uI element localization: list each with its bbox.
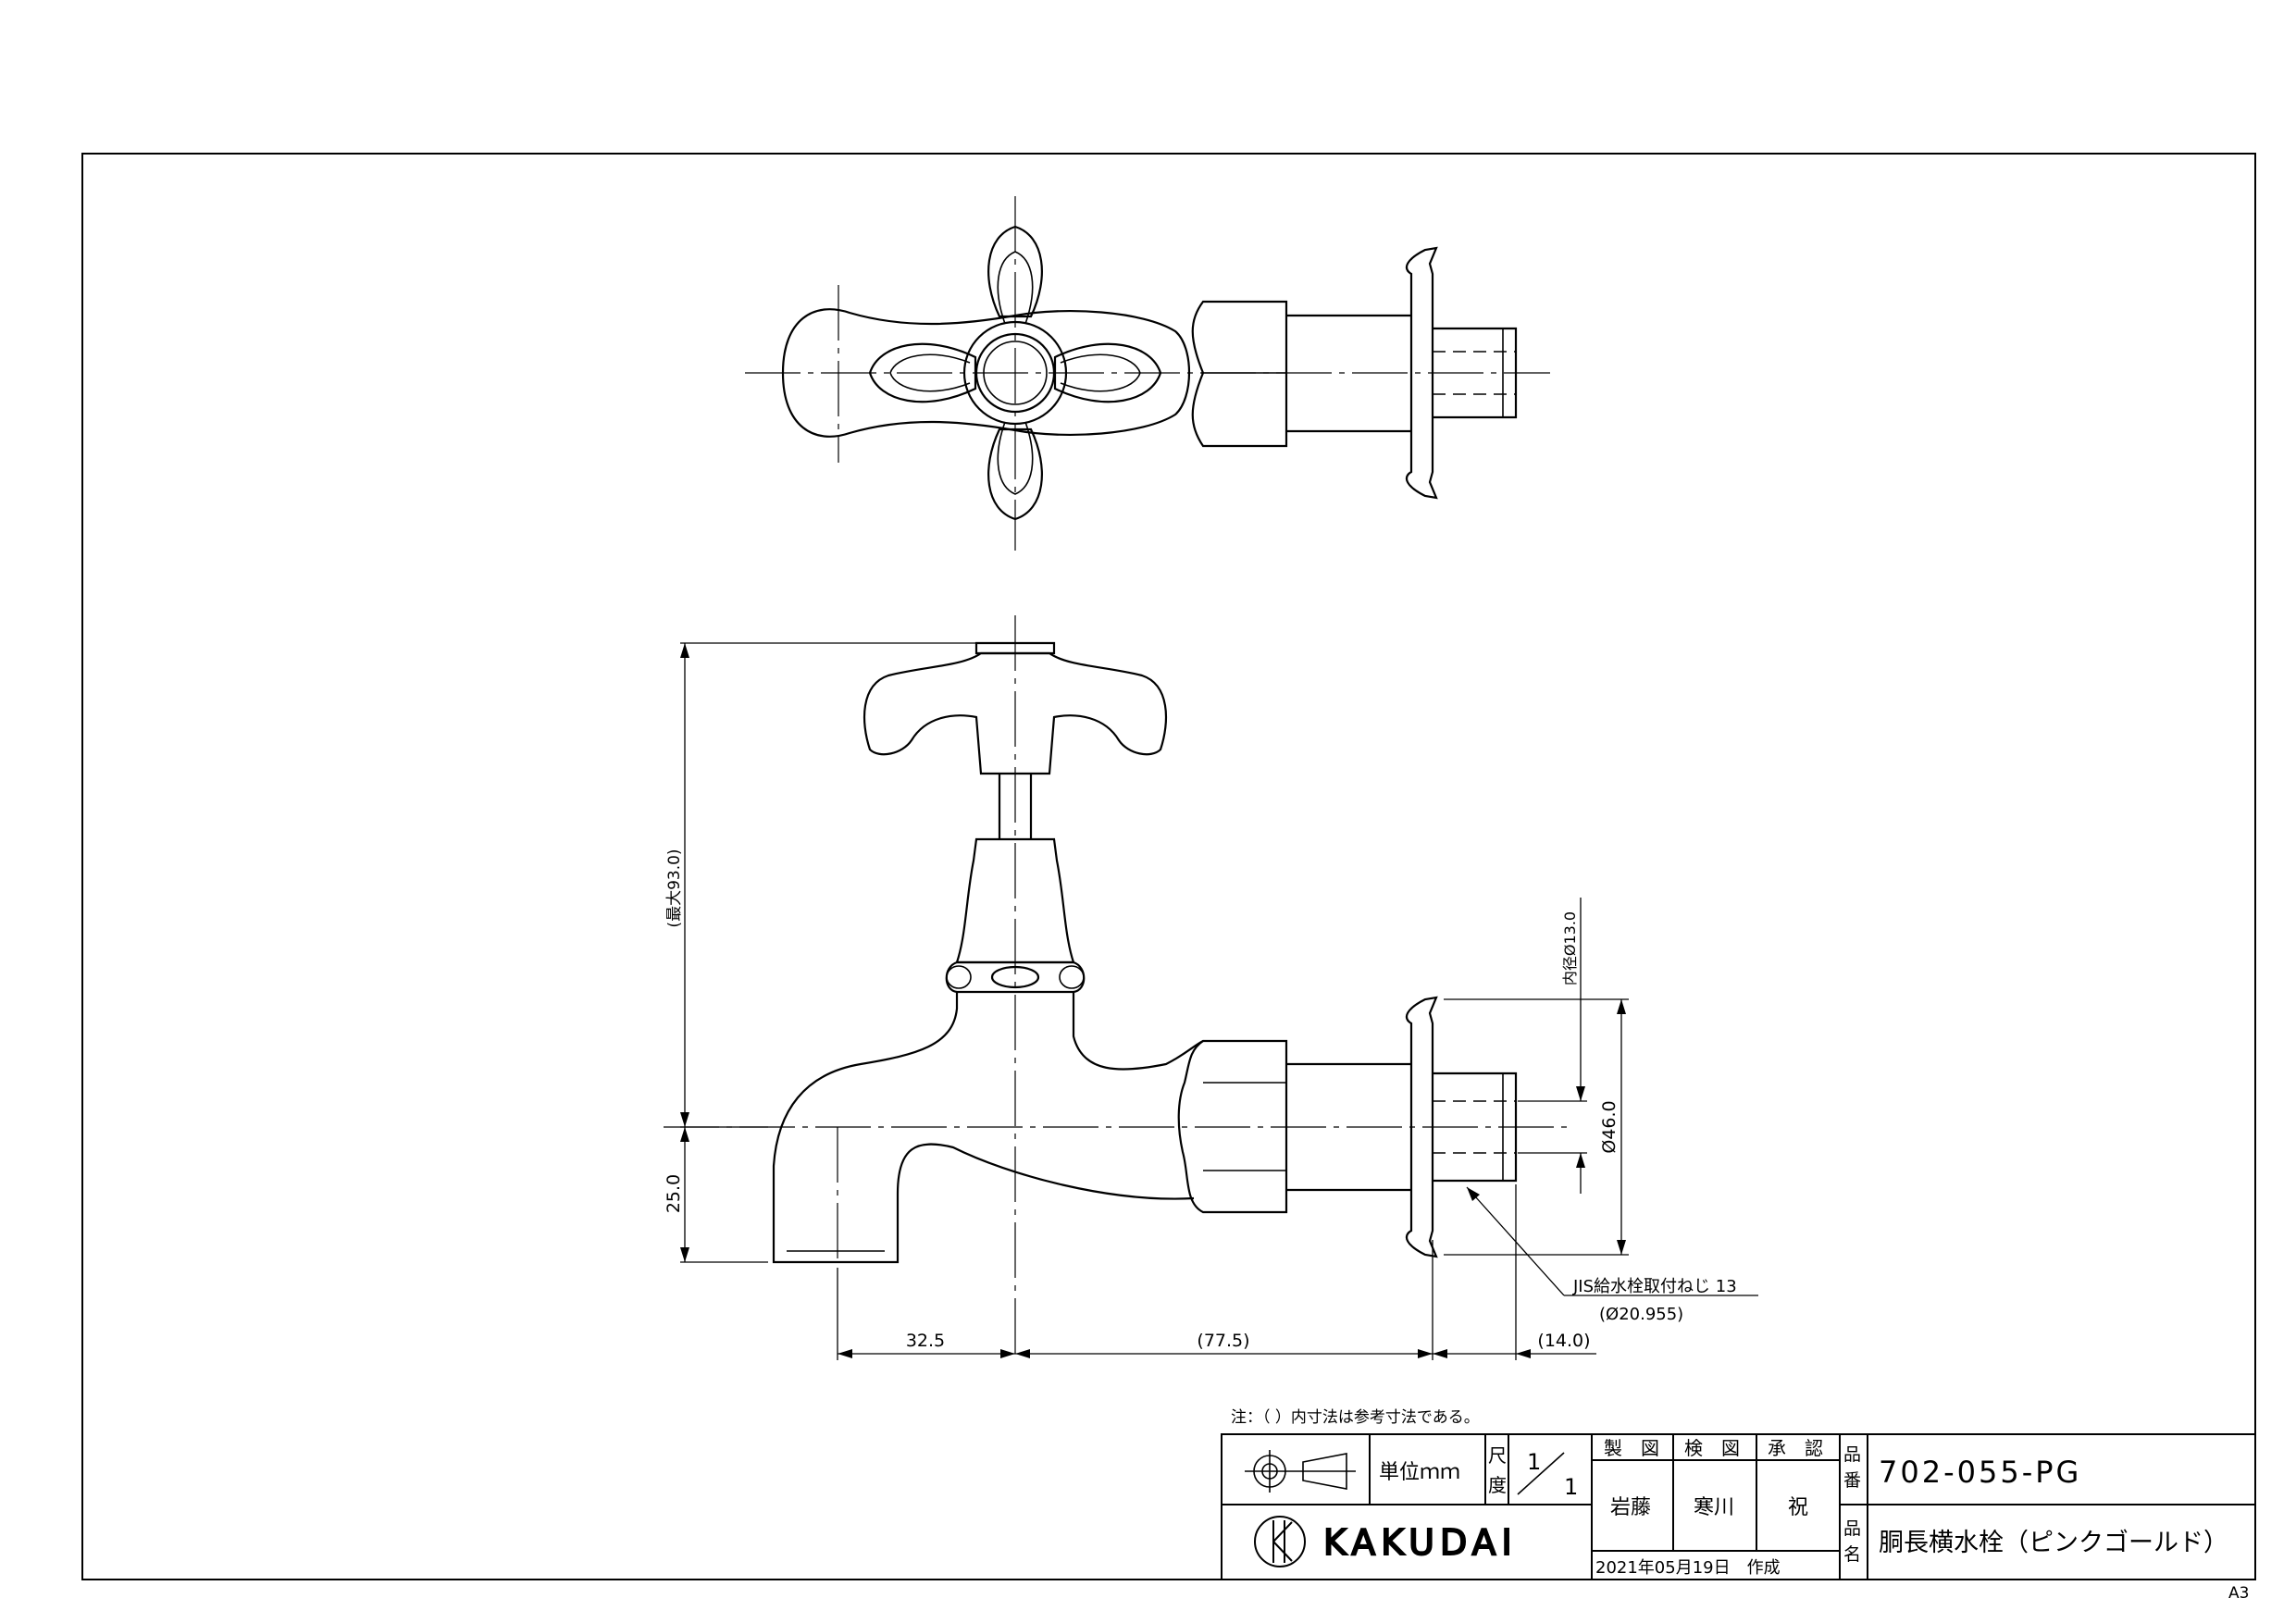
- dim-body-length: (77.5): [1197, 1331, 1249, 1351]
- front-view: [664, 615, 1573, 1360]
- dim-thread-spec: JIS給水栓取付ねじ 13: [1572, 1277, 1737, 1296]
- reference-dimension-note: 注：（ ）内寸法は参考寸法である。: [1231, 1408, 1480, 1427]
- drawing-date: 2021年05月19日 作成: [1595, 1558, 1781, 1578]
- checked-by: 寒川: [1694, 1496, 1734, 1519]
- scale-label-2: 度: [1488, 1474, 1507, 1496]
- dim-max-height: (最大93.0): [665, 849, 684, 927]
- approved-by: 祝: [1788, 1496, 1808, 1519]
- part-number: 702-055-PG: [1879, 1455, 2081, 1490]
- checked-label: 検 図: [1684, 1437, 1740, 1459]
- logo-text: KAKUDAI: [1323, 1522, 1518, 1563]
- dim-thread-length: (14.0): [1537, 1331, 1590, 1351]
- dimensions: (最大93.0) 25.0 32.5 (77.5) (14.0) 内径Ø13.0…: [664, 642, 1758, 1360]
- drawn-by: 岩藤: [1610, 1496, 1651, 1519]
- dim-spout-drop: 25.0: [664, 1174, 684, 1213]
- scale-numerator: 1: [1527, 1449, 1541, 1475]
- dim-spout-offset: 32.5: [906, 1331, 945, 1351]
- part-no-label-2: 番: [1843, 1470, 1861, 1491]
- sheet-size: A3: [2228, 1584, 2249, 1603]
- drawn-label: 製 図: [1604, 1437, 1659, 1459]
- part-name: 胴長横水栓（ピンクゴールド）: [1879, 1529, 2228, 1557]
- dim-thread-dia: (Ø20.955): [1599, 1305, 1683, 1324]
- dim-flange-dia: Ø46.0: [1599, 1100, 1620, 1153]
- third-angle-projection-icon: [1245, 1450, 1356, 1493]
- top-view: [745, 196, 1550, 551]
- scale-denominator: 1: [1564, 1474, 1578, 1500]
- unit-label: 単位ｍｍ: [1379, 1461, 1460, 1484]
- part-no-label-1: 品: [1843, 1444, 1861, 1465]
- title-block: 単位ｍｍ 尺 度 1 1 KAKUDAI 製 図 検 図 承 認 岩藤 寒川 祝…: [1221, 1433, 2256, 1580]
- approved-label: 承 認: [1768, 1437, 1823, 1459]
- drawing-border: [81, 153, 2256, 1580]
- part-name-label-2: 名: [1843, 1544, 1861, 1565]
- scale-label-1: 尺: [1488, 1444, 1507, 1467]
- kakudai-logo-icon: [1254, 1516, 1306, 1567]
- dim-bore: 内径Ø13.0: [1561, 911, 1579, 985]
- part-name-label-1: 品: [1843, 1518, 1861, 1539]
